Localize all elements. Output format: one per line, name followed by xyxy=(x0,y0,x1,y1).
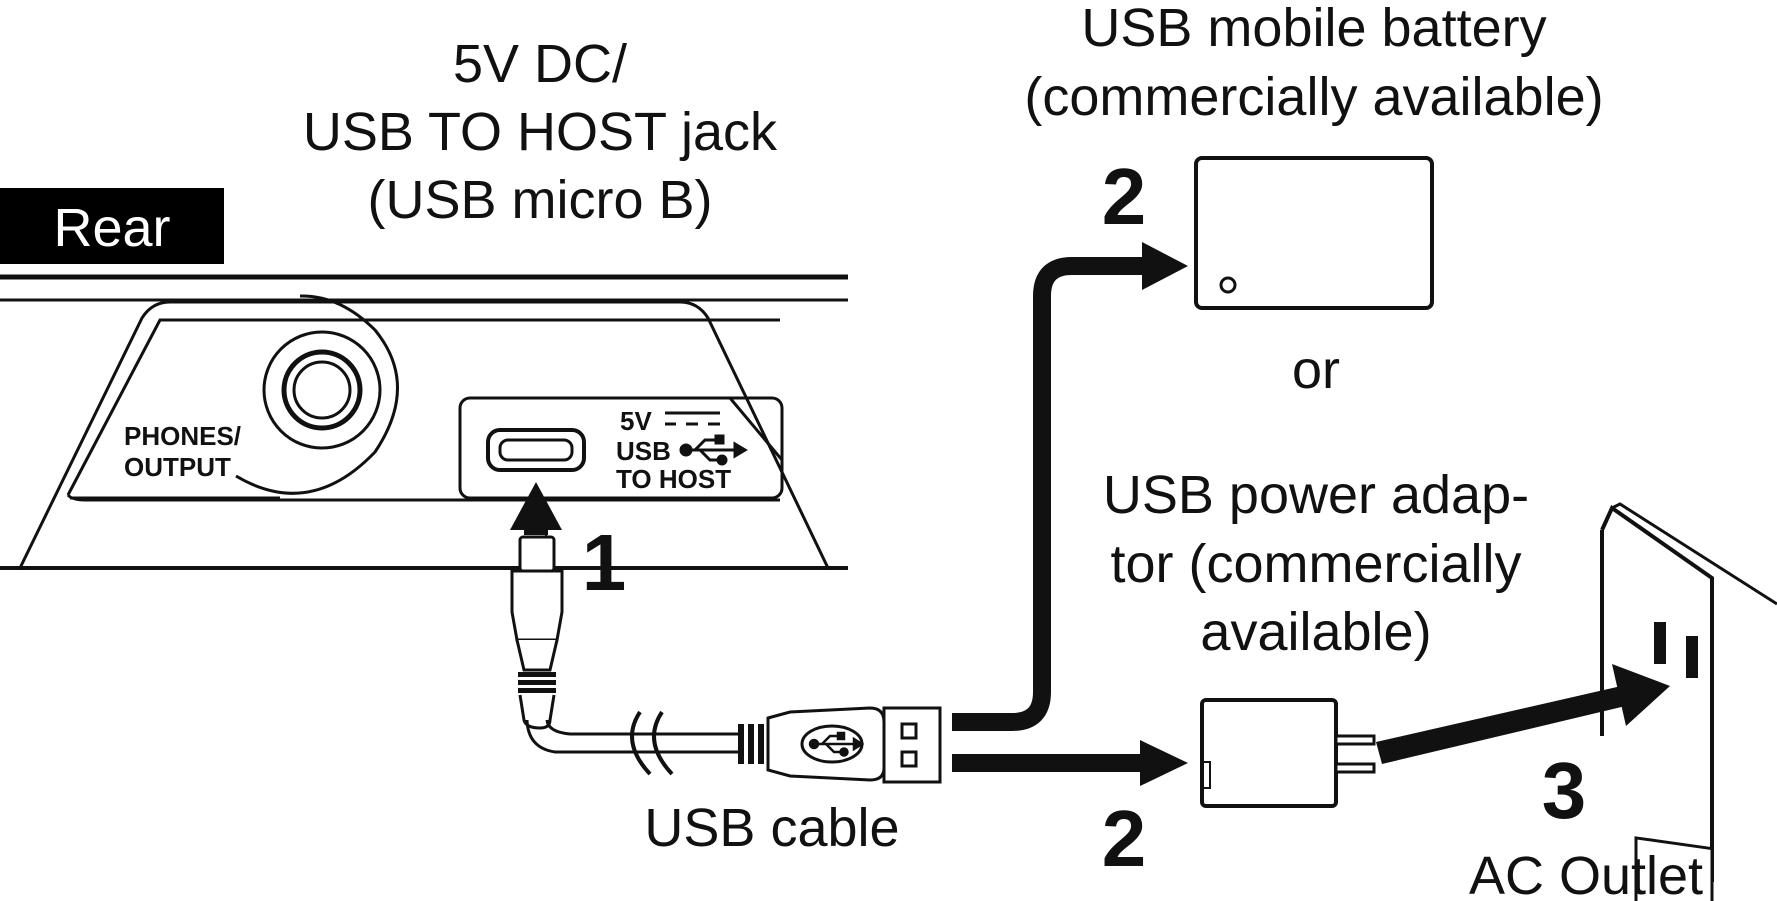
battery-label-line1: USB mobile battery xyxy=(1081,0,1546,58)
adaptor-label-line1: USB power adap- xyxy=(1103,465,1529,525)
ac-outlet-label: AC Outlet xyxy=(1469,846,1703,901)
rear-panel xyxy=(0,274,848,570)
usb-trident-icon xyxy=(679,434,748,466)
arrow-icon xyxy=(1140,740,1188,786)
panel-usb-label: USB xyxy=(616,436,671,466)
battery-label-line2: (commercially available) xyxy=(1024,67,1603,127)
jack-title: 5V DC/ USB TO HOST jack (USB micro B) xyxy=(303,34,778,230)
jack-title-line1: 5V DC/ xyxy=(453,34,627,94)
ac-outlet xyxy=(1600,502,1777,901)
usb-cable-label: USB cable xyxy=(644,798,899,858)
arrow-icon xyxy=(1142,242,1188,290)
step-2-bottom-number: 2 xyxy=(1102,794,1147,883)
panel-to-host-label: TO HOST xyxy=(616,464,731,494)
phones-label-line2: OUTPUT xyxy=(124,452,231,482)
usb-mobile-battery: USB mobile battery (commercially availab… xyxy=(1024,0,1604,310)
step-3-number: 3 xyxy=(1542,746,1587,835)
battery-path-arrow xyxy=(952,242,1188,731)
adaptor-label-line3: available) xyxy=(1200,602,1431,662)
usb-cable xyxy=(510,535,942,784)
step-2-top-number: 2 xyxy=(1102,152,1147,241)
usb-to-host-panel-label: 5V USB TO HOST xyxy=(616,406,748,494)
dc-symbol-icon xyxy=(665,411,720,426)
rear-label: Rear xyxy=(53,198,170,258)
or-label: or xyxy=(1292,340,1340,400)
adaptor-label-line2: tor (commercially xyxy=(1110,534,1521,594)
jack-title-line2: USB TO HOST jack xyxy=(303,102,778,162)
usb-power-adaptor: USB power adap- tor (commercially availa… xyxy=(1103,465,1529,808)
jack-title-line3: (USB micro B) xyxy=(367,170,712,230)
panel-5v-label: 5V xyxy=(620,406,652,436)
rear-badge: Rear xyxy=(0,188,224,264)
phones-label-line1: PHONES/ xyxy=(124,421,241,451)
up-arrow-icon xyxy=(510,482,562,535)
adaptor-path-arrow xyxy=(952,740,1188,786)
step-1-number: 1 xyxy=(582,518,627,607)
usb-trident-icon xyxy=(808,731,865,757)
phones-output-label: PHONES/ OUTPUT xyxy=(124,421,241,482)
arrow-icon xyxy=(1612,664,1670,726)
outlet-path-arrow xyxy=(1376,664,1670,764)
